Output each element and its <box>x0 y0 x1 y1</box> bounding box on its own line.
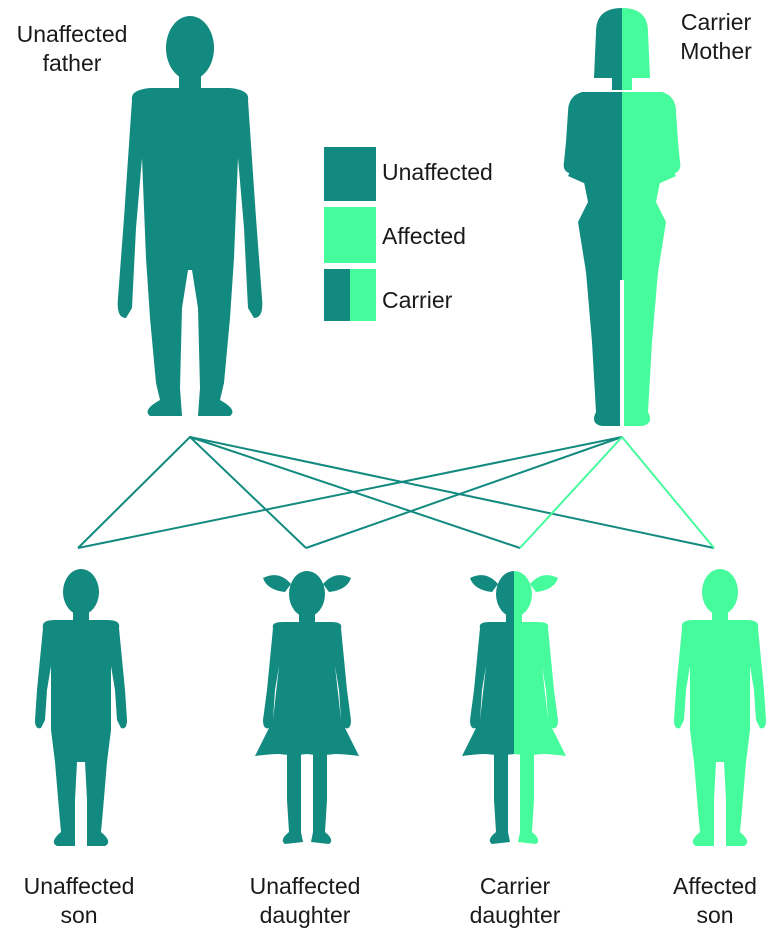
child-label-line1: Unaffected <box>230 872 380 901</box>
child-label-line1: Affected <box>660 872 770 901</box>
inheritance-lines <box>78 437 714 548</box>
legend-swatch-affected <box>324 207 376 263</box>
legend-swatch-unaffected <box>324 147 376 201</box>
legend-label-unaffected: Unaffected <box>382 158 493 186</box>
child-label-line2: son <box>4 901 154 930</box>
child-label-unaffected-daughter: Unaffected daughter <box>230 872 380 930</box>
father-label: Unaffected father <box>4 20 140 78</box>
mother-label: Carrier Mother <box>662 8 770 66</box>
affected-son-figure <box>674 569 766 846</box>
child-label-line1: Unaffected <box>4 872 154 901</box>
unaffected-son-figure <box>35 569 127 846</box>
child-label-unaffected-son: Unaffected son <box>4 872 154 930</box>
carrier-daughter-figure <box>462 571 566 844</box>
mother-figure <box>564 8 681 426</box>
child-label-line2: daughter <box>230 901 380 930</box>
father-label-line2: father <box>4 49 140 78</box>
child-label-affected-son: Affected son <box>660 872 770 930</box>
child-label-line2: daughter <box>450 901 580 930</box>
child-label-carrier-daughter: Carrier daughter <box>450 872 580 930</box>
child-label-line2: son <box>660 901 770 930</box>
father-label-line1: Unaffected <box>4 20 140 49</box>
mother-label-line1: Carrier <box>662 8 770 37</box>
child-label-line1: Carrier <box>450 872 580 901</box>
legend-label-affected: Affected <box>382 222 466 250</box>
legend-label-carrier: Carrier <box>382 286 452 314</box>
legend-swatch-carrier <box>324 269 376 321</box>
mother-label-line2: Mother <box>662 37 770 66</box>
unaffected-daughter-figure <box>255 571 359 844</box>
